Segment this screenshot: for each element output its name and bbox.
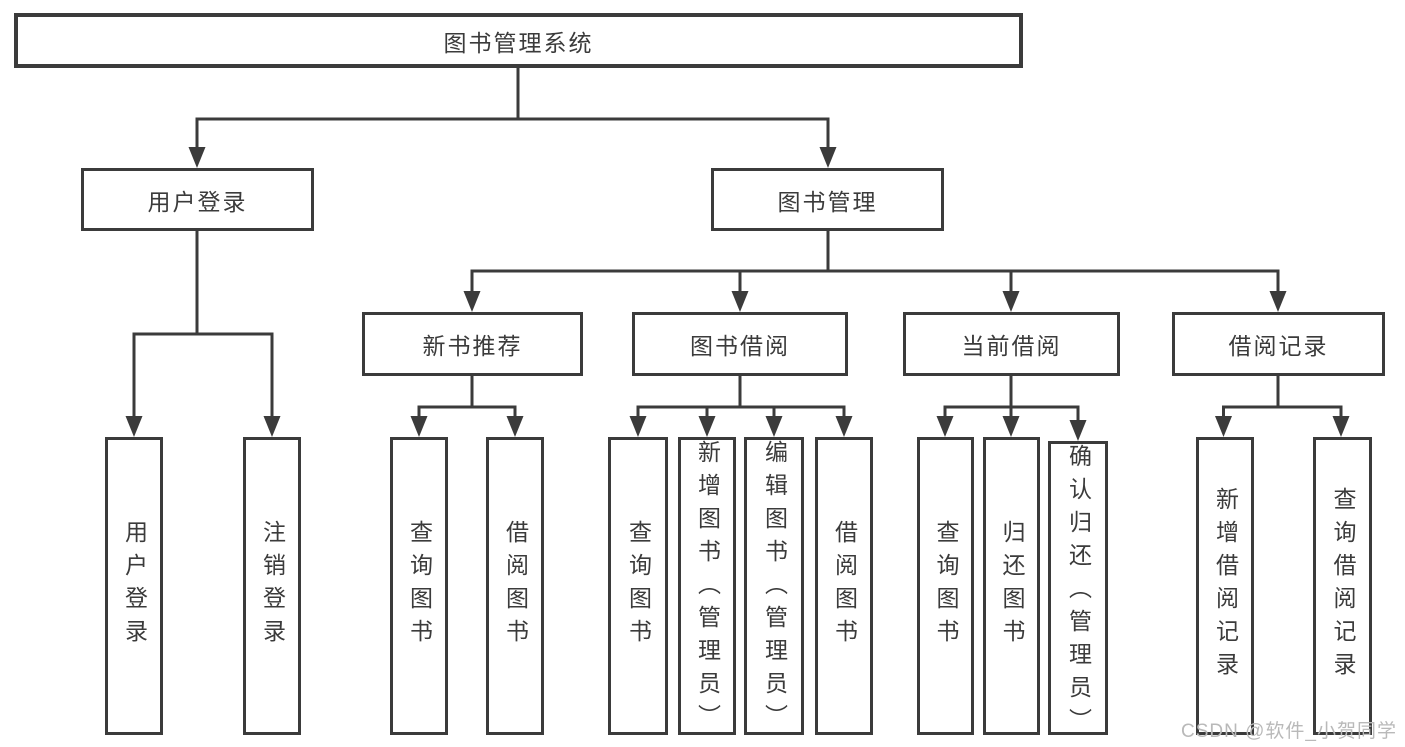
arrowhead (1269, 291, 1287, 312)
node-current-borrowing: 当前借阅 (903, 312, 1120, 376)
node-borrowing-records: 借阅记录 (1172, 312, 1385, 376)
arrowhead (1069, 420, 1087, 441)
connector-current-borrowing-children (936, 376, 1087, 441)
arrowhead (1215, 416, 1232, 437)
leaf-user-login: 用户登录 (105, 437, 163, 735)
arrowhead (263, 416, 281, 437)
arrowhead (410, 416, 428, 437)
arrowhead (765, 416, 783, 437)
csdn-watermark: CSDN @软件_小贺同学 (1181, 721, 1397, 742)
leaf-confirm-return-admin: 确认归还（管理员） (1048, 441, 1108, 741)
arrowhead (1002, 416, 1020, 437)
arrowhead (1332, 416, 1350, 437)
arrowhead (731, 291, 749, 312)
arrowhead (1002, 291, 1020, 312)
arrowhead (506, 416, 524, 437)
leaf-return-books: 归还图书 (983, 437, 1040, 735)
arrowhead (463, 291, 481, 312)
arrowhead (698, 416, 716, 437)
leaf-add-borrow-record: 新增借阅记录 (1196, 437, 1254, 735)
connector-root-to-level2 (188, 68, 837, 168)
leaf-add-book-admin: 新增图书（管理员） (678, 437, 736, 737)
arrowhead (835, 416, 853, 437)
leaf-query-books-current: 查询图书 (917, 437, 974, 735)
leaf-query-books-borrowing: 查询图书 (608, 437, 668, 735)
leaf-query-borrow-record: 查询借阅记录 (1313, 437, 1372, 735)
connector-book-borrowing-children (629, 376, 853, 437)
leaf-borrow-books: 借阅图书 (815, 437, 873, 735)
node-user-login: 用户登录 (81, 168, 314, 231)
arrowhead (125, 416, 143, 437)
connector-new-book-recommendation-children (410, 376, 524, 437)
connector-book-management-children (463, 231, 1287, 312)
connector-user-login-children (125, 231, 281, 437)
arrowhead (629, 416, 647, 437)
leaf-borrow-books-recommend: 借阅图书 (486, 437, 544, 735)
arrowhead (819, 147, 837, 168)
connector-borrowing-records-children (1215, 376, 1350, 437)
node-library-management-system: 图书管理系统 (14, 13, 1023, 68)
leaf-edit-book-admin: 编辑图书（管理员） (744, 437, 804, 737)
leaf-query-books-recommend: 查询图书 (390, 437, 448, 735)
arrowhead (936, 416, 954, 437)
leaf-logout: 注销登录 (243, 437, 301, 735)
node-book-management: 图书管理 (711, 168, 944, 231)
node-book-borrowing: 图书借阅 (632, 312, 848, 376)
arrowhead (188, 147, 206, 168)
node-new-book-recommendation: 新书推荐 (362, 312, 583, 376)
